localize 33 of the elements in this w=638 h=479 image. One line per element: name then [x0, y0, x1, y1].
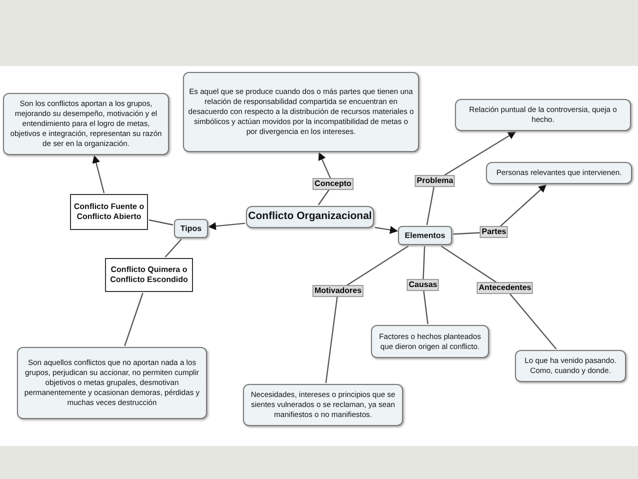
node-text: Conflicto Quimera o Conflicto Escondido — [109, 265, 189, 285]
edge-label: Motivadores — [312, 285, 364, 297]
connector-line — [124, 292, 144, 346]
connector-line — [148, 219, 174, 226]
concept-box — [246, 206, 374, 228]
concept-box — [105, 258, 193, 292]
description-box — [17, 347, 207, 419]
connector-line — [440, 246, 557, 350]
concept-box — [398, 226, 452, 245]
node-text: Conflicto Organizacional — [248, 209, 372, 224]
edge-label: Causas — [406, 279, 440, 291]
edge-label: Partes — [480, 226, 508, 238]
edge-label: Concepto — [312, 178, 354, 190]
connector-line — [325, 246, 409, 384]
edge-label: Antecedentes — [476, 282, 534, 294]
connector-line — [92, 155, 105, 194]
description-box — [3, 93, 169, 155]
node-text: Elementos — [404, 230, 446, 242]
node-text: Conflicto Fuente o Conflicto Abierto — [72, 202, 146, 222]
node-text: Tipos — [180, 222, 202, 234]
description-box — [243, 384, 403, 426]
connector-line — [374, 226, 398, 234]
connector-line — [426, 131, 516, 226]
description-box — [455, 99, 631, 131]
description-box — [486, 162, 632, 184]
concept-box — [70, 194, 148, 230]
connector-line — [208, 222, 246, 230]
description-box — [371, 325, 489, 358]
description-box — [515, 350, 626, 382]
concept-box — [174, 219, 208, 238]
edge-label: Problema — [414, 175, 456, 187]
connector-line — [164, 238, 182, 258]
description-box — [183, 72, 419, 152]
